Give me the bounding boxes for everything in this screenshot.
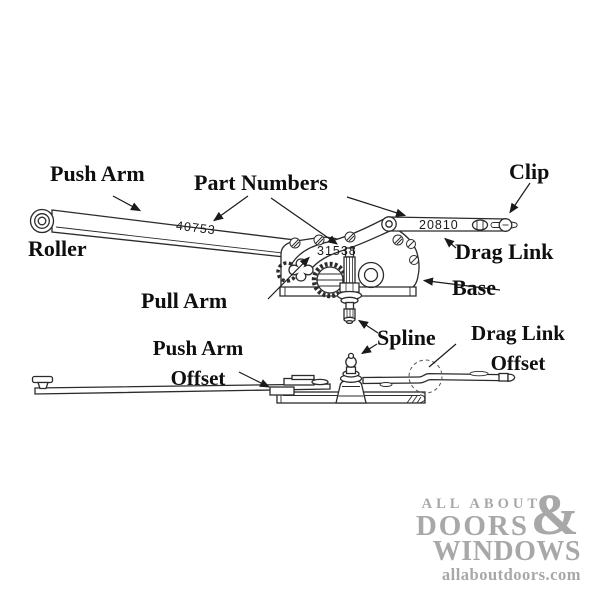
clip-leader — [509, 182, 531, 214]
roller — [29, 208, 55, 234]
label-pull-arm: Pull Arm — [141, 288, 228, 313]
clip — [498, 218, 518, 232]
label-clip: Clip — [509, 159, 550, 184]
drag-link-offset-leader — [428, 343, 457, 368]
push-arm-leader — [112, 195, 142, 212]
label-base: Base — [452, 275, 496, 300]
label-push-arm-offset-line1: Push Arm — [152, 336, 244, 360]
label-drag-link-offset-line1: Drag Link — [471, 321, 565, 345]
label-push-arm-offset: Push Arm Offset — [138, 333, 258, 393]
spline-lower-leader — [360, 343, 378, 355]
offset-push-arm — [31, 375, 331, 395]
leader-arrows — [112, 182, 531, 388]
drag-link-leader — [444, 237, 457, 249]
label-part-numbers: Part Numbers — [194, 170, 328, 195]
spline-shaft — [336, 247, 363, 325]
offset-drag-link — [362, 370, 516, 387]
spline-upper-leader — [357, 319, 379, 334]
label-drag-link: Drag Link — [455, 239, 554, 264]
offset-spline-housing — [335, 352, 367, 404]
part-number-20810: 20810 — [419, 218, 459, 232]
push-arm — [51, 209, 304, 260]
watermark-all-about: ALL ABOUT — [421, 496, 541, 512]
watermark-website: allaboutdoors.com — [441, 565, 581, 584]
label-drag-link-offset-line2: Offset — [490, 351, 546, 375]
pull-arm-leader — [267, 256, 310, 300]
part-number-20810-leader — [346, 196, 407, 217]
part-number-31538: 31538 — [317, 244, 357, 258]
label-push-arm: Push Arm — [50, 161, 145, 186]
arm-end-stud — [31, 375, 54, 384]
watermark-windows: WINDOWS — [432, 536, 581, 567]
push-arm-offset-leader — [238, 371, 271, 388]
watermark-doors: DOORS — [415, 510, 529, 542]
label-spline: Spline — [377, 325, 436, 350]
pivot-elbow — [381, 216, 397, 232]
screw-bosses — [289, 231, 419, 265]
part-number-31538-leader — [270, 197, 338, 245]
part-number-40753-leader — [213, 195, 249, 222]
label-push-arm-offset-line2: Offset — [170, 366, 226, 390]
offset-highlight-circle — [408, 359, 443, 394]
watermark-logo: & ALL ABOUT DOORS WINDOWS allaboutdoors.… — [415, 486, 581, 584]
label-drag-link-offset: Drag Link Offset — [458, 318, 578, 378]
base-leader — [422, 277, 501, 291]
label-roller: Roller — [28, 236, 87, 261]
watermark-ampersand: & — [530, 482, 579, 547]
output-hub — [357, 261, 385, 289]
